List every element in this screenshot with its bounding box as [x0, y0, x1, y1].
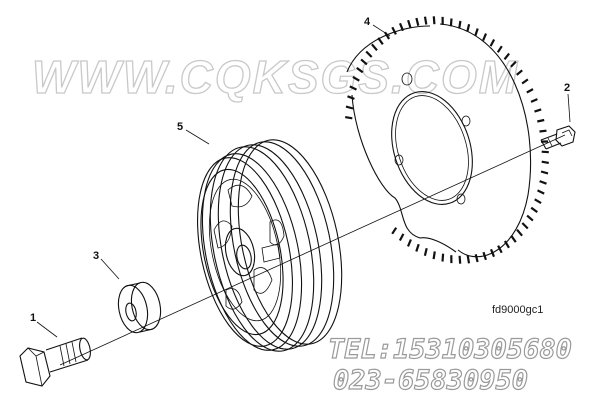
gear-tooth [407, 19, 412, 29]
gear-tooth [365, 50, 373, 58]
gear-tooth [415, 17, 420, 26]
gear-tooth [489, 38, 496, 47]
gear-tooth [516, 228, 523, 237]
gear-tooth [371, 43, 378, 52]
bolt [19, 337, 91, 387]
gear-tooth [398, 233, 405, 242]
gear-tooth [449, 18, 453, 27]
callout-2: 2 [564, 82, 570, 94]
gear-tooth [497, 245, 503, 254]
watermark-tel: TEL:15310305680 [328, 334, 572, 365]
callout-4: 4 [364, 16, 371, 28]
gear-tooth [474, 28, 479, 37]
gear-tooth [534, 108, 542, 113]
gear-tooth [539, 180, 547, 185]
gear-tooth [458, 20, 462, 29]
gear-tooth [515, 69, 523, 76]
gear-tooth [540, 170, 549, 175]
gear-tooth [352, 75, 360, 82]
callout-5: 5 [177, 121, 183, 133]
gear-tooth [415, 243, 420, 252]
gear-tooth [503, 52, 510, 60]
gear-tooth [521, 222, 529, 230]
gear-tooth [526, 88, 534, 94]
gear-tooth [541, 150, 549, 154]
gear-tooth [474, 254, 479, 263]
gear-tooth [510, 60, 517, 68]
gear-tooth [537, 118, 545, 123]
gear-tooth [482, 33, 488, 41]
pulley [197, 139, 343, 352]
gear-tooth [441, 253, 445, 262]
callout-3: 3 [93, 250, 99, 262]
gear-tooth [391, 26, 397, 35]
gear-tooth [534, 198, 542, 205]
gear-tooth [541, 160, 549, 164]
capscrew [540, 125, 576, 150]
gear-tooth [530, 206, 538, 213]
gear-tooth [496, 45, 503, 53]
watermark-site: WWW.CQKSGS.COM [32, 51, 519, 103]
gear-tooth [347, 95, 355, 100]
gear-tooth [466, 24, 471, 33]
gear-tooth [432, 251, 436, 260]
gear-tooth [503, 240, 510, 249]
gear-tooth [356, 67, 364, 74]
gear-tooth [360, 58, 368, 66]
gear-tooth [521, 78, 529, 85]
washer [117, 281, 162, 334]
gear-tooth [539, 129, 547, 133]
gear-tooth [510, 235, 517, 243]
gear-tooth [458, 255, 462, 264]
gear-tooth [391, 227, 398, 235]
tone-wheel [345, 16, 549, 264]
gear-tooth [526, 214, 534, 222]
gear-tooth [423, 16, 428, 25]
figure-id: fd9000gc1 [492, 304, 543, 316]
callout-1: 1 [30, 312, 36, 324]
gear-tooth [537, 189, 545, 195]
watermark-phone: 023-65830950 [333, 365, 528, 396]
gear-tooth [345, 116, 353, 120]
gear-tooth [406, 239, 412, 247]
gear-tooth [423, 247, 428, 256]
assembly-axis [59, 134, 566, 366]
gear-tooth [466, 255, 471, 264]
gear-tooth [530, 98, 538, 103]
callouts: 1 2 3 4 5 [30, 16, 571, 338]
gear-tooth [345, 105, 354, 110]
gear-tooth [432, 16, 436, 25]
gear-tooth [349, 85, 357, 91]
